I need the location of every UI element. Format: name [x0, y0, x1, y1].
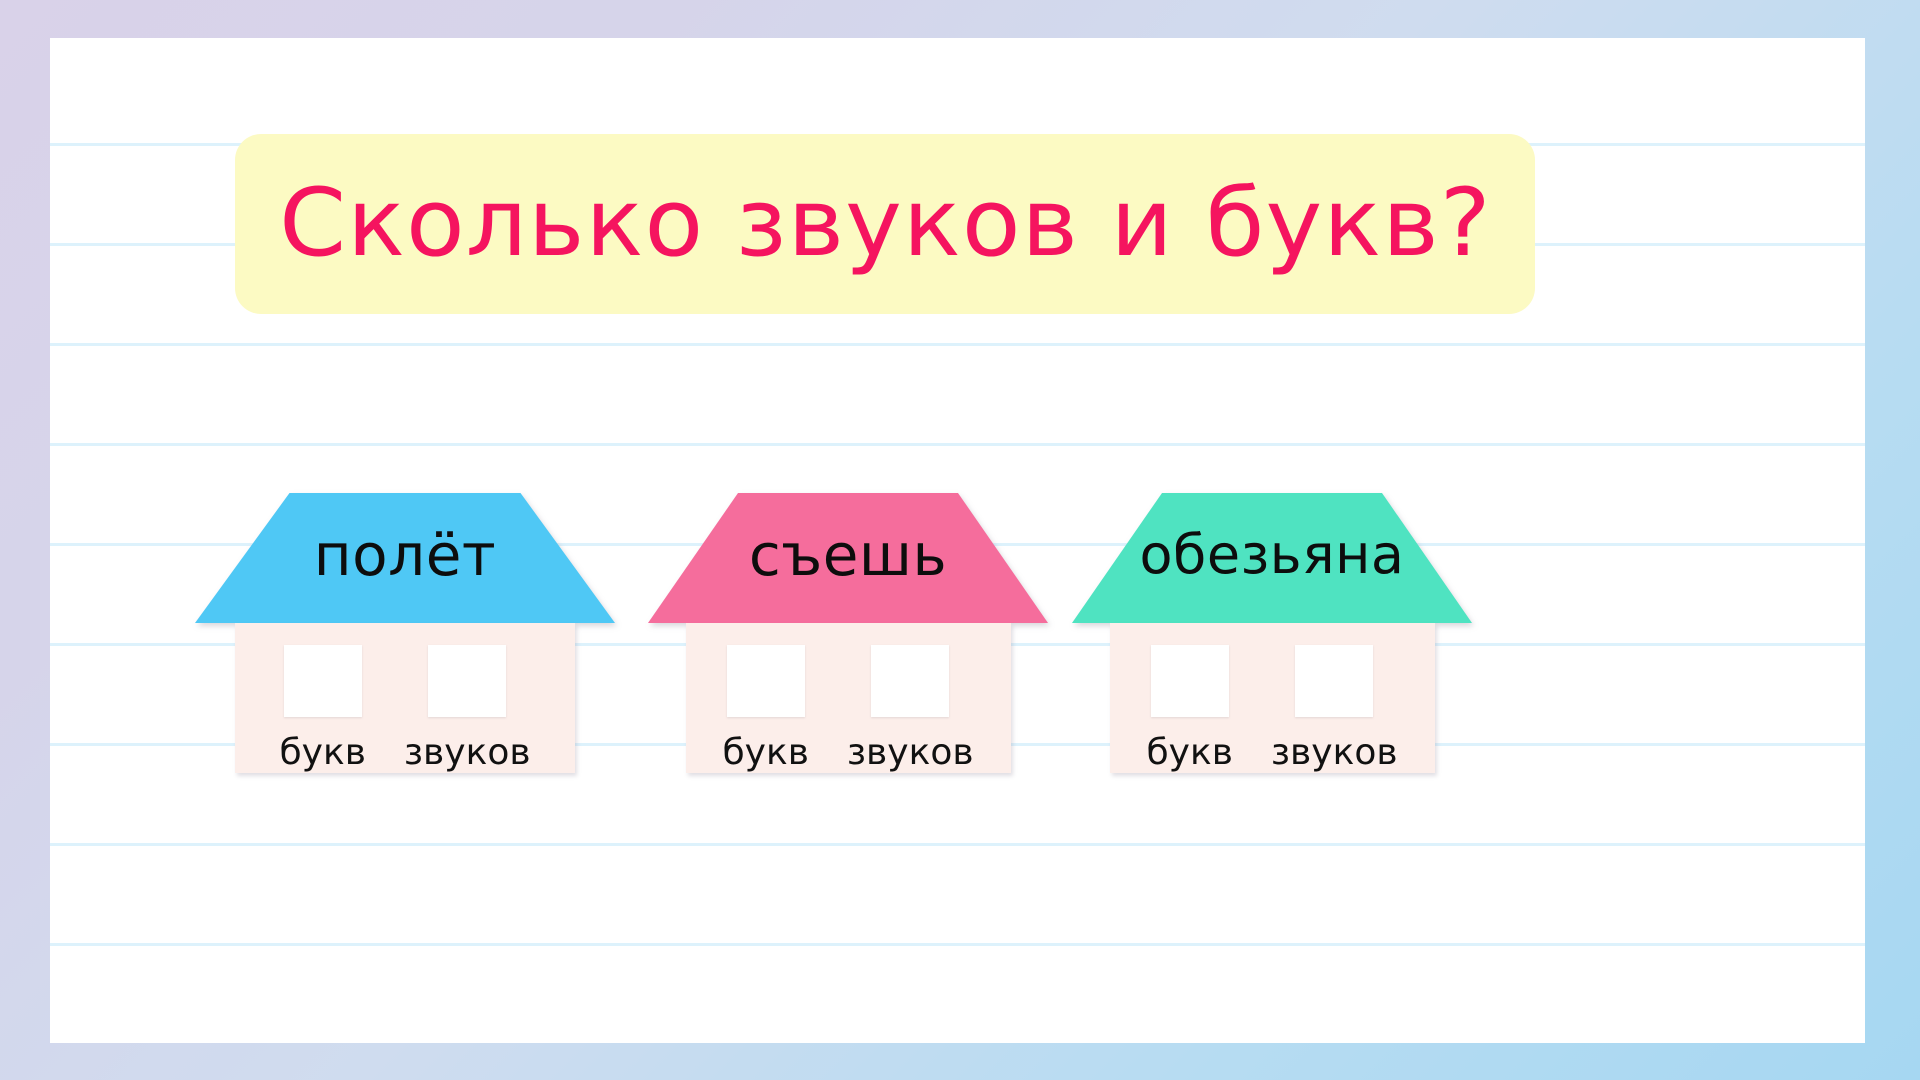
- house-roof: обезьяна: [1072, 493, 1472, 623]
- rule-line-8: [50, 943, 1865, 946]
- answer-input-box[interactable]: [283, 645, 362, 717]
- title-banner: Сколько звуков и букв?: [235, 134, 1535, 314]
- page-title: Сколько звуков и букв?: [278, 169, 1492, 278]
- answer-slot-sounds: звуков: [847, 645, 974, 771]
- house-roof: полёт: [195, 493, 615, 623]
- answer-input-box[interactable]: [726, 645, 805, 717]
- slot-label: звуков: [846, 732, 974, 773]
- answer-slot-letters: букв: [279, 645, 366, 773]
- answer-slots: букв звуков: [279, 623, 531, 773]
- answer-input-box[interactable]: [428, 645, 507, 717]
- answer-slot-letters: букв: [1146, 645, 1233, 773]
- house-word: полёт: [313, 521, 497, 589]
- house-body: букв звуков: [1109, 623, 1435, 773]
- slot-label: букв: [1146, 732, 1233, 773]
- house-body: букв звуков: [235, 623, 575, 773]
- answer-input-box[interactable]: [871, 645, 950, 717]
- house-card: полёт букв звуков: [195, 493, 615, 773]
- rule-line-3: [50, 443, 1865, 446]
- slot-label: звуков: [403, 732, 531, 773]
- house-body: букв звуков: [685, 623, 1011, 773]
- house-card: обезьяна букв звуков: [1072, 493, 1472, 773]
- house-roof: съешь: [648, 493, 1048, 623]
- house-card: съешь букв звуков: [648, 493, 1048, 773]
- slot-label: звуков: [1270, 732, 1398, 773]
- rule-line-7: [50, 843, 1865, 846]
- answer-slots: букв звуков: [1146, 623, 1398, 773]
- house-word: обезьяна: [1139, 523, 1405, 586]
- houses-row: полёт букв звуков съешь букв звуков обезьяна бу…: [50, 493, 1865, 853]
- rule-line-2: [50, 343, 1865, 346]
- slot-label: букв: [722, 732, 809, 773]
- answer-input-box[interactable]: [1295, 645, 1374, 717]
- answer-slot-sounds: звуков: [1271, 645, 1398, 771]
- answer-slot-sounds: звуков: [404, 645, 531, 771]
- slot-label: букв: [279, 732, 366, 773]
- answer-input-box[interactable]: [1150, 645, 1229, 717]
- house-word: съешь: [748, 521, 948, 589]
- answer-slot-letters: букв: [722, 645, 809, 773]
- answer-slots: букв звуков: [722, 623, 974, 773]
